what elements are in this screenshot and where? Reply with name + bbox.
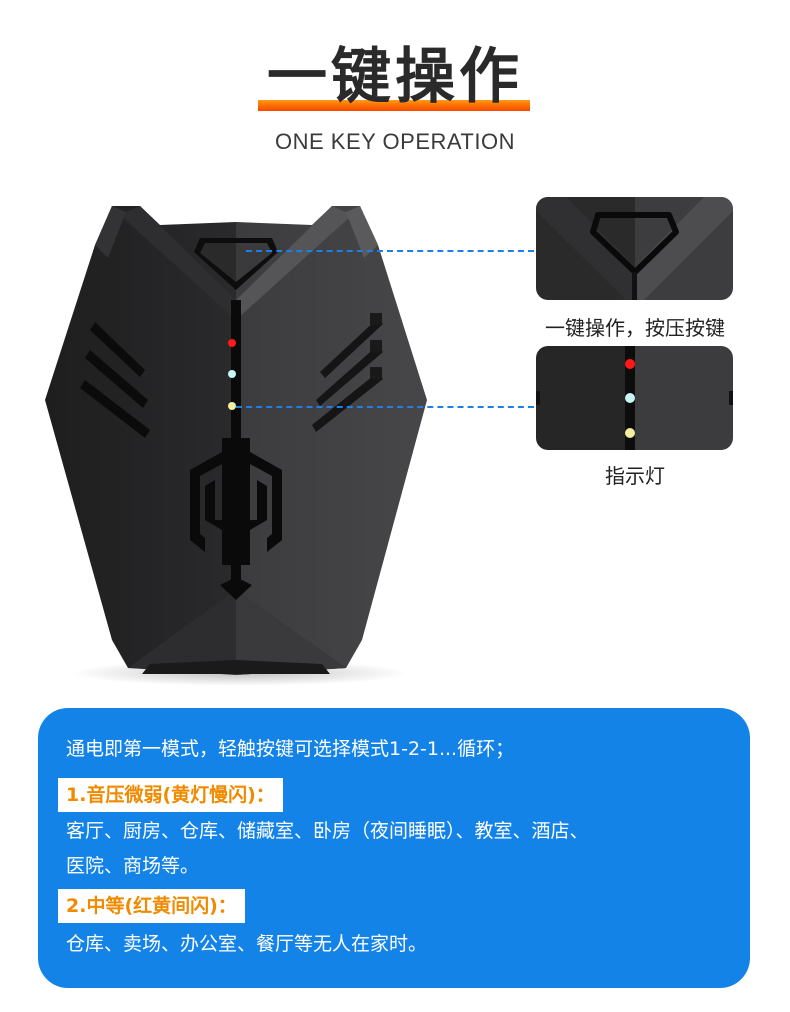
mode-1-title: 1.音压微弱(黄灯慢闪)： (58, 778, 283, 812)
mode-2-title: 2.中等(红黄间闪)： (58, 889, 245, 923)
callout-label-indicator: 指示灯 (605, 464, 665, 488)
detail-indicator-closeup (536, 346, 733, 450)
intro-text: 通电即第一模式，轻触按键可选择模式1-2-1...循环； (66, 738, 515, 760)
mode-1-line-1: 客厅、厨房、仓库、储藏室、卧房（夜间睡眠）、教室、酒店、 (66, 820, 589, 842)
mode-info-panel: 通电即第一模式，轻触按键可选择模式1-2-1...循环； 1.音压微弱(黄灯慢闪… (38, 708, 750, 988)
mode-1-line-2: 医院、商场等。 (66, 855, 200, 877)
product-image (0, 180, 470, 700)
page-subtitle: ONE KEY OPERATION (275, 129, 515, 154)
page-title: 一键操作 (267, 42, 523, 112)
callout-line-indicator (236, 406, 534, 408)
callout-label-button: 一键操作，按压按键 (545, 316, 725, 340)
device-illustration (45, 206, 427, 675)
button-closeup-icon (536, 197, 733, 300)
title-underline-bar (258, 100, 530, 111)
indicator-closeup-icon (536, 346, 733, 450)
mode-2-line-1: 仓库、卖场、办公室、餐厅等无人在家时。 (66, 933, 428, 955)
detail-button-closeup (536, 197, 733, 300)
callout-line-button (246, 250, 534, 252)
